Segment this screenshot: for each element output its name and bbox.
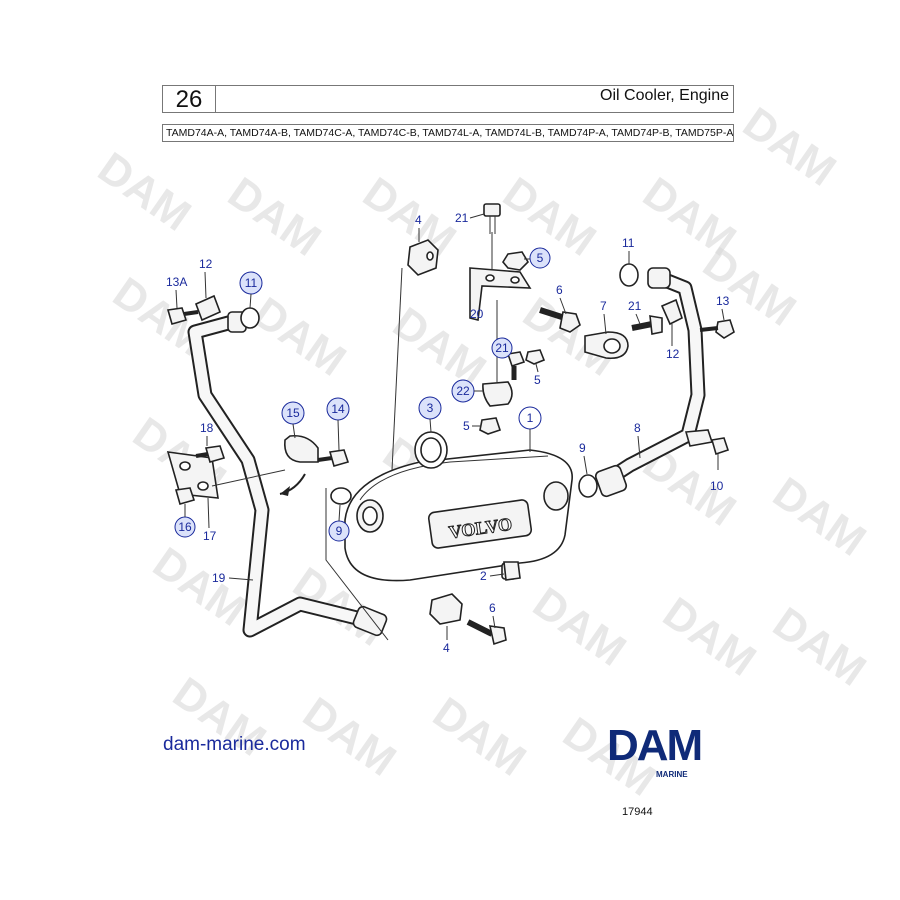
callout-11-right: 11 <box>622 236 635 250</box>
callout-11-left: 11 <box>245 276 258 290</box>
o-ring-11-left <box>240 307 260 329</box>
bolt-14 <box>317 449 350 467</box>
callout-2: 2 <box>480 569 487 583</box>
bolt-13 <box>699 319 735 339</box>
callout-22: 22 <box>456 384 470 398</box>
bolt-18 <box>195 445 226 463</box>
callout-10: 10 <box>710 479 724 493</box>
watermark-text: DAM <box>219 168 329 266</box>
watermark-text: DAM <box>294 688 404 786</box>
clamp-22 <box>482 381 513 407</box>
callout-21-top: 21 <box>455 211 469 225</box>
plate-17-hole <box>179 461 191 471</box>
callout-16: 16 <box>178 520 192 534</box>
watermark-text: DAM <box>144 538 254 636</box>
callout-13: 13 <box>716 294 730 308</box>
callout-9-right: 9 <box>579 441 586 455</box>
figure-id: 17944 <box>622 806 653 818</box>
logo-subtext: MARINE <box>656 770 688 779</box>
nut-5-low <box>479 417 502 435</box>
callout-5-mid: 5 <box>534 373 541 387</box>
callout-20: 20 <box>470 307 484 321</box>
plate-17-hole <box>197 481 209 491</box>
bolt-6-bottom <box>466 619 507 646</box>
watermark-text: DAM <box>424 688 534 786</box>
callout-6-top: 6 <box>556 283 563 297</box>
website-link[interactable]: dam-marine.com <box>163 734 306 755</box>
page-number: 26 <box>163 86 216 113</box>
plate-to-clip-line <box>211 469 286 487</box>
frame-line <box>325 488 389 641</box>
o-ring-9-right <box>578 474 598 498</box>
callout-5-low: 5 <box>463 419 470 433</box>
bolt-10 <box>684 429 730 470</box>
callout-14: 14 <box>331 402 345 416</box>
callout-19: 19 <box>212 571 226 585</box>
bolt-21-mid <box>506 351 526 380</box>
watermark-text: DAM <box>654 588 764 686</box>
callout-12-left: 12 <box>199 257 213 271</box>
dam-marine-logo: DAM MARINE <box>607 721 703 779</box>
model-list: TAMD74A-A, TAMD74A-B, TAMD74C-A, TAMD74C… <box>162 124 734 142</box>
callout-9-left: 9 <box>336 524 343 538</box>
clip-12-left <box>194 294 222 322</box>
o-ring-9-left <box>330 487 352 505</box>
callout-18: 18 <box>200 421 214 435</box>
callout-17: 17 <box>203 529 217 543</box>
callout-21-right: 21 <box>628 299 642 313</box>
o-ring-3-inner <box>420 437 442 463</box>
clamp-7-hole <box>603 338 621 354</box>
logo-text: DAM <box>607 721 701 770</box>
clip-12-right <box>660 298 683 326</box>
nut-5-mid <box>525 349 546 365</box>
stud-line <box>391 267 403 471</box>
watermark-text: DAM <box>89 143 199 241</box>
callout-7: 7 <box>600 299 607 313</box>
watermark-text: DAM <box>764 468 874 566</box>
callout-4-top: 4 <box>415 213 422 227</box>
o-ring-11-right <box>619 263 639 287</box>
bracket-20 <box>469 203 532 321</box>
nut-5-top <box>502 251 530 271</box>
clip-15 <box>283 434 319 463</box>
callout-21-mid: 21 <box>495 341 509 355</box>
callout-4-bottom: 4 <box>443 641 450 655</box>
callout-circle-5-top <box>529 247 551 269</box>
bolt-16 <box>174 487 196 505</box>
callouts: 1 2 3 4 4 5 5 5 6 <box>166 211 730 655</box>
rubber-block-4-bottom <box>429 593 463 625</box>
watermark-text: DAM <box>734 98 844 196</box>
watermark-text: DAM <box>524 578 634 676</box>
callout-6-bottom: 6 <box>489 601 496 615</box>
callout-5-top: 5 <box>537 251 544 265</box>
callout-12-right: 12 <box>666 347 680 361</box>
callout-8: 8 <box>634 421 641 435</box>
callout-1: 1 <box>527 411 534 425</box>
callout-15: 15 <box>286 406 300 420</box>
bolt-13a <box>166 307 199 325</box>
rubber-block-hole <box>426 251 434 261</box>
bolt-6-top <box>539 307 581 333</box>
plug-2 <box>503 561 521 581</box>
header-row: 26 Oil Cooler, Engine <box>162 85 734 113</box>
watermark-text: DAM <box>494 168 604 266</box>
assembly-arrow-head <box>280 486 290 496</box>
callout-circle-21-mid <box>491 337 513 359</box>
diagram-title: Oil Cooler, Engine <box>600 87 729 104</box>
watermark-text: DAM <box>764 598 874 696</box>
watermark-text: DAM <box>244 288 354 386</box>
callout-3: 3 <box>427 401 434 415</box>
hose-8 <box>594 267 706 498</box>
rubber-block-4-top <box>407 239 439 276</box>
callout-13a: 13A <box>166 275 187 289</box>
hose-19 <box>187 311 388 638</box>
bolt-21-right <box>631 315 663 335</box>
